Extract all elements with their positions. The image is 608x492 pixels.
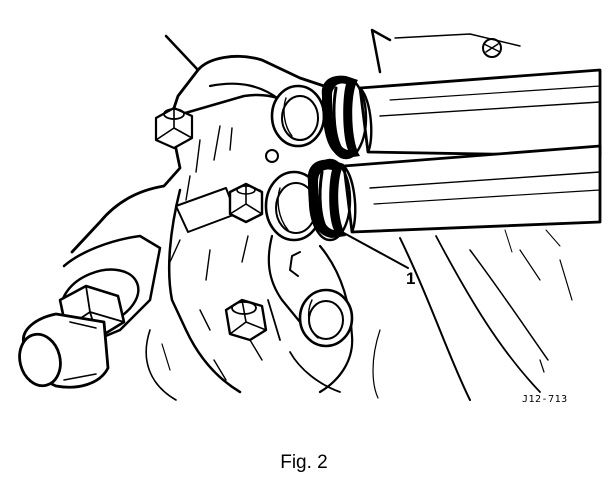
pipe-upper xyxy=(321,68,602,160)
technical-illustration: 1 J12-713 xyxy=(18,28,602,405)
drawing-reference-code: J12-713 xyxy=(522,394,568,405)
flange-ports xyxy=(264,84,326,242)
drain-boss xyxy=(298,288,354,348)
mounting-bolt-middle xyxy=(175,182,264,233)
callout-1-label: 1 xyxy=(406,269,415,288)
callout-1: 1 xyxy=(341,231,415,288)
mounting-bolt-lower xyxy=(224,298,268,342)
pipe-lower xyxy=(307,144,602,242)
drive-shaft-nut xyxy=(18,234,162,389)
figure-caption: Fig. 2 xyxy=(280,452,328,473)
mounting-bolt-upper xyxy=(154,106,194,150)
engine-housing xyxy=(164,28,573,401)
